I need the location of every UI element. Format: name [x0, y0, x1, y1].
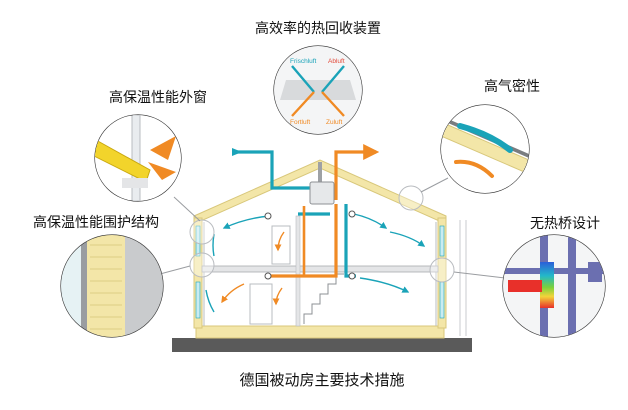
insulated-wall-icon — [60, 234, 164, 338]
door-upper — [271, 225, 291, 265]
marker-window — [189, 219, 215, 245]
leader-line — [159, 265, 191, 275]
heat-recovery-label: 高效率的热回收装置 — [255, 20, 381, 37]
fresh-air-arrow — [232, 148, 242, 156]
airtight-seal-icon — [440, 104, 530, 194]
marker-bridge — [429, 257, 455, 283]
detail-markers — [159, 177, 506, 283]
leader-line — [453, 271, 506, 279]
exhaust-out-duct — [334, 144, 380, 200]
vent-outlet — [264, 272, 272, 280]
air-flow — [389, 231, 426, 247]
air-flow — [353, 213, 388, 229]
outgoing-air-label: Fortluft — [290, 119, 310, 126]
leader-line — [173, 196, 201, 222]
floor-insulation — [195, 325, 445, 339]
window-section-icon — [94, 114, 182, 202]
thermal-bridge-icon — [502, 234, 606, 338]
air-flow — [205, 289, 215, 313]
extract-flow — [274, 231, 285, 252]
window-upper-left — [195, 225, 201, 257]
air-flow — [222, 215, 271, 229]
airtightness-label: 高气密性 — [484, 78, 540, 95]
marker-airtight — [398, 185, 424, 211]
vent-outlet — [348, 272, 356, 280]
window-lower-left — [195, 281, 201, 319]
right-wall — [437, 217, 447, 329]
diagram-caption: 德国被动房主要技术措施 — [239, 371, 404, 389]
window-lower-right — [439, 281, 445, 319]
leader-line — [420, 177, 449, 193]
air-flow — [359, 277, 410, 293]
exhaust-air-label: Abluft — [328, 58, 345, 65]
interior-wall — [295, 215, 301, 327]
left-wall — [193, 217, 203, 329]
extract-duct — [266, 204, 338, 278]
vent-outlet — [264, 212, 272, 220]
marker-envelope — [189, 252, 215, 278]
heat-exchanger-icon: Frischluft Abluft Fortluft Zuluft — [273, 45, 363, 135]
window-upper-right — [439, 225, 445, 257]
envelope-label: 高保温性能围护结构 — [33, 214, 159, 231]
fresh-air-label: Frischluft — [290, 58, 317, 65]
ventilation-ducts — [205, 144, 426, 313]
stairs — [303, 273, 344, 324]
middle-floor — [201, 265, 439, 273]
windows-label: 高保温性能外窗 — [109, 89, 207, 106]
supply-air-label: Zuluft — [326, 119, 342, 126]
heat-exchanger-unit — [309, 181, 335, 205]
vent-stack — [318, 162, 322, 188]
house — [172, 159, 472, 352]
extract-flow — [221, 283, 245, 304]
door-lower — [249, 283, 273, 325]
ground-slab — [172, 338, 472, 352]
vent-outlet — [348, 210, 356, 218]
no-thermal-bridge-label: 无热桥设计 — [530, 216, 600, 232]
extract-flow — [272, 287, 283, 306]
